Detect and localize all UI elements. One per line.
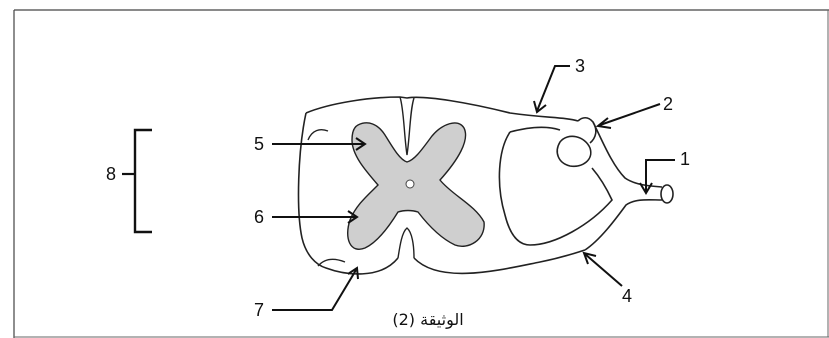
arrow-3	[533, 65, 570, 114]
arrow-4	[582, 251, 623, 287]
left-ventral-stub	[317, 258, 346, 267]
arrow-7	[272, 266, 359, 311]
central-canal	[405, 179, 415, 189]
white-matter-outline	[297, 96, 586, 275]
spinal-nerve-upper	[592, 121, 663, 188]
nerve-cut-end	[660, 184, 674, 204]
arrow-2	[595, 103, 661, 129]
label-7: 7	[254, 300, 264, 320]
posterior-median-sulcus	[399, 96, 415, 156]
label-2: 2	[663, 94, 673, 114]
label-6: 6	[254, 207, 264, 227]
label-5: 5	[254, 134, 264, 154]
arrow-6	[272, 210, 359, 224]
left-root-stub	[307, 129, 329, 141]
label-3: 3	[575, 56, 585, 76]
document-caption: الوثيقة (2)	[392, 310, 463, 330]
grey-matter	[347, 122, 485, 250]
anterior-median-fissure	[397, 227, 415, 259]
label-1: 1	[680, 149, 690, 169]
ventral-root-inner	[498, 131, 613, 246]
dorsal-root-ganglion	[556, 135, 592, 168]
label-4: 4	[622, 286, 632, 306]
arrow-1	[639, 159, 675, 195]
bracket-8	[133, 128, 152, 234]
label-8: 8	[106, 164, 116, 184]
arrow-5	[272, 137, 367, 151]
spinal-nerve-lower	[584, 198, 663, 251]
